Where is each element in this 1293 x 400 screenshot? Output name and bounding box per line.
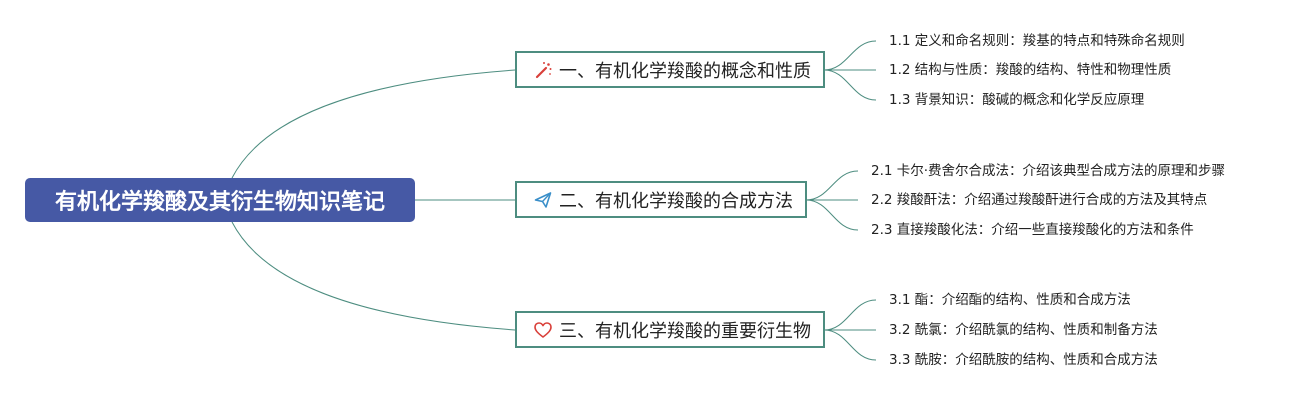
branch-topic-label: 一、有机化学羧酸的概念和性质 <box>559 60 811 82</box>
leaf-topic[interactable]: 2.2 羧酸酐法：介绍通过羧酸酐进行合成的方法及其特点 <box>871 192 1208 208</box>
leaf-topic[interactable]: 3.3 酰胺：介绍酰胺的结构、性质和合成方法 <box>889 352 1158 368</box>
branch-topic-label: 二、有机化学羧酸的合成方法 <box>559 190 793 212</box>
branch-topic-derivatives[interactable]: 三、有机化学羧酸的重要衍生物 <box>515 311 825 348</box>
leaf-topic[interactable]: 3.2 酰氯：介绍酰氯的结构、性质和制备方法 <box>889 322 1158 338</box>
branch-topic-concept[interactable]: 一、有机化学羧酸的概念和性质 <box>515 51 825 88</box>
root-topic-label: 有机化学羧酸及其衍生物知识笔记 <box>54 190 385 215</box>
magic-wand-icon <box>533 60 553 80</box>
leaf-topic[interactable]: 1.2 结构与性质：羧酸的结构、特性和物理性质 <box>889 62 1172 78</box>
heart-icon <box>533 320 553 340</box>
paper-plane-icon <box>533 190 553 210</box>
leaf-topic[interactable]: 1.1 定义和命名规则：羧基的特点和特殊命名规则 <box>889 33 1185 49</box>
leaf-topic[interactable]: 1.3 背景知识：酸碱的概念和化学反应原理 <box>889 92 1145 108</box>
leaf-topic[interactable]: 2.3 直接羧酸化法：介绍一些直接羧酸化的方法和条件 <box>871 222 1194 238</box>
root-topic[interactable]: 有机化学羧酸及其衍生物知识笔记 <box>25 178 415 222</box>
leaf-topic[interactable]: 2.1 卡尔·费舍尔合成法：介绍该典型合成方法的原理和步骤 <box>871 163 1226 179</box>
branch-topic-label: 三、有机化学羧酸的重要衍生物 <box>559 320 811 342</box>
branch-topic-synthesis[interactable]: 二、有机化学羧酸的合成方法 <box>515 181 807 218</box>
leaf-topic[interactable]: 3.1 酯：介绍酯的结构、性质和合成方法 <box>889 292 1131 308</box>
